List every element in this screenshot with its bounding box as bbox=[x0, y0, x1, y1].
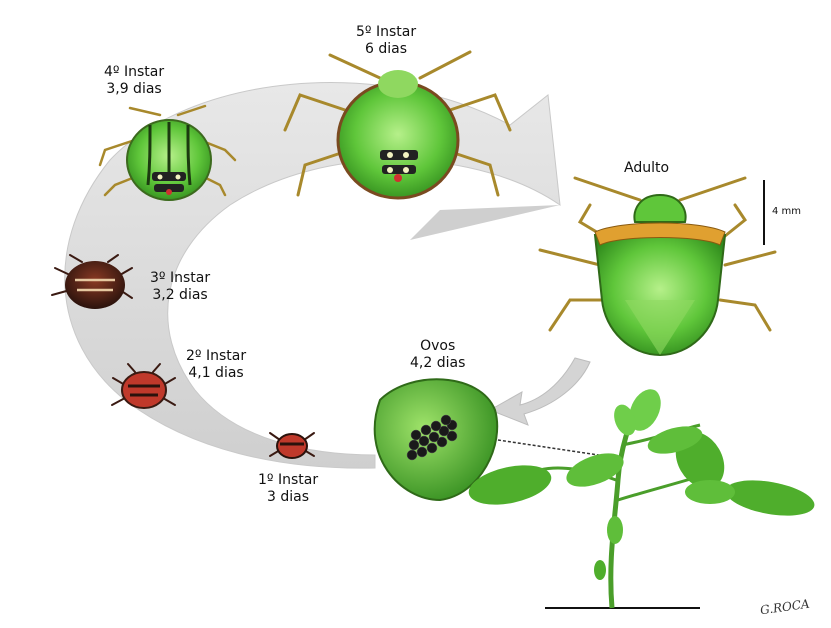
instar1-name: 1º Instar bbox=[258, 472, 318, 489]
instar3-duration: 3,2 dias bbox=[150, 287, 210, 304]
instar3-name: 3º Instar bbox=[150, 270, 210, 287]
instar2-duration: 4,1 dias bbox=[186, 365, 246, 382]
adult-label: Adulto bbox=[624, 160, 669, 177]
instar5-duration: 6 dias bbox=[356, 41, 416, 58]
instar4-duration: 3,9 dias bbox=[104, 81, 164, 98]
eggs-duration: 4,2 dias bbox=[410, 355, 465, 372]
instar1-label: 1º Instar 3 dias bbox=[258, 472, 318, 506]
eggs-label: Ovos 4,2 dias bbox=[410, 338, 465, 372]
adult-name: Adulto bbox=[624, 160, 669, 177]
scale-bar-label: 4 mm bbox=[772, 206, 801, 217]
instar2-label: 2º Instar 4,1 dias bbox=[186, 348, 246, 382]
adult-to-eggs-arrow bbox=[490, 358, 590, 425]
instar3-label: 3º Instar 3,2 dias bbox=[150, 270, 210, 304]
instar5-label: 5º Instar 6 dias bbox=[356, 24, 416, 58]
instar1-duration: 3 dias bbox=[258, 489, 318, 506]
adult-bug-illustration bbox=[540, 178, 775, 355]
instar4-name: 4º Instar bbox=[104, 64, 164, 81]
instar4-label: 4º Instar 3,9 dias bbox=[104, 64, 164, 98]
instar2-name: 2º Instar bbox=[186, 348, 246, 365]
instar5-name: 5º Instar bbox=[356, 24, 416, 41]
eggs-name: Ovos bbox=[410, 338, 465, 355]
